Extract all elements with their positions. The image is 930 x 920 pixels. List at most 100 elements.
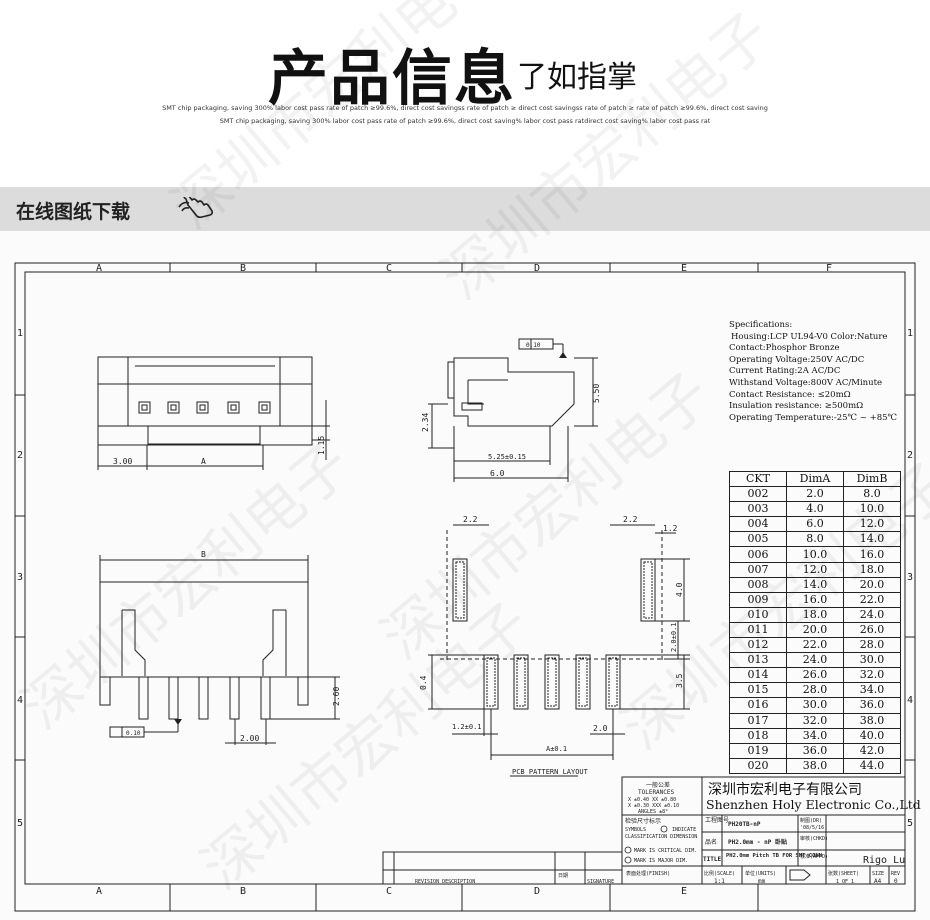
dimb-cell: 24.0 bbox=[843, 606, 901, 623]
tb-unit-value: mm bbox=[758, 878, 766, 885]
dima-cell: 34.0 bbox=[786, 727, 844, 744]
page-subtitle: 了如指掌 bbox=[517, 60, 637, 95]
dim-5-50: 5.50 bbox=[592, 384, 601, 403]
ckt-cell: 002 bbox=[729, 486, 787, 503]
spec-withstand: Withstand Voltage:800V AC/Minute bbox=[729, 377, 883, 388]
tb-symbols: SYMBOLS bbox=[625, 827, 646, 833]
tb-date-label: 日期 bbox=[558, 873, 568, 879]
dimb-cell: 40.0 bbox=[843, 727, 901, 744]
tb-tolerance-title: 一般公差 bbox=[646, 781, 670, 789]
zone-col-d-bottom: D bbox=[534, 886, 540, 897]
tb-name-label: 品名 bbox=[705, 838, 717, 846]
specifications: Specifications: Housing:LCP UL94-V0 Colo… bbox=[729, 320, 897, 424]
ckt-cell: 003 bbox=[729, 501, 787, 518]
dima-cell: 12.0 bbox=[786, 561, 844, 578]
tb-indicate: INDICATE bbox=[672, 827, 696, 833]
dim-6-0: 6.0 bbox=[490, 469, 505, 478]
dima-cell: 32.0 bbox=[786, 712, 844, 729]
zone-col-c-bottom: C bbox=[386, 886, 392, 897]
dimb-cell: 16.0 bbox=[843, 546, 901, 563]
download-bar[interactable]: 在线图纸下载 bbox=[0, 187, 930, 231]
ckt-cell: 012 bbox=[729, 637, 787, 654]
company-name-cn: 深圳市宏利电子有限公司 bbox=[708, 782, 862, 798]
dima-cell: 10.0 bbox=[786, 546, 844, 563]
ckt-cell: 018 bbox=[729, 727, 787, 744]
zone-row-4-right: 4 bbox=[907, 695, 913, 706]
zone-col-d: D bbox=[534, 263, 540, 274]
spec-contact: Contact:Phosphor Bronze bbox=[729, 343, 840, 354]
zone-col-b: B bbox=[240, 263, 246, 274]
dim-b: B bbox=[201, 550, 206, 559]
dim-a-tol: A±0.1 bbox=[546, 745, 567, 753]
header-tagline-1: SMT chip packaging, saving 300% labor co… bbox=[162, 104, 768, 112]
dimb-cell: 12.0 bbox=[843, 516, 901, 533]
tb-sheet-label: 张数(SHEET) bbox=[828, 870, 859, 877]
ckt-cell: 010 bbox=[729, 606, 787, 623]
zone-row-5-right: 5 bbox=[907, 818, 913, 829]
tb-finish-label: 表面处理(FINISH) bbox=[626, 870, 670, 877]
dim-3-5: 3.5 bbox=[675, 673, 684, 688]
ckt-cell: 020 bbox=[729, 757, 787, 774]
ckt-cell: 006 bbox=[729, 546, 787, 563]
hand-pointer-icon[interactable] bbox=[176, 197, 216, 225]
zone-row-4: 4 bbox=[17, 695, 23, 706]
tb-unit-label: 单位(UNITS) bbox=[745, 870, 776, 877]
dima-cell: 4.0 bbox=[786, 501, 844, 518]
tb-signature-label: SIGNATURE bbox=[587, 879, 614, 885]
dimb-cell: 18.0 bbox=[843, 561, 901, 578]
dima-cell: 36.0 bbox=[786, 742, 844, 759]
dimb-cell: 20.0 bbox=[843, 576, 901, 593]
dima-header: DimA bbox=[786, 470, 844, 488]
dimb-header: DimB bbox=[843, 470, 901, 488]
tb-classification: CLASSIFICATION DIMENSION bbox=[625, 834, 697, 840]
zone-col-e: E bbox=[681, 263, 687, 274]
download-label[interactable]: 在线图纸下载 bbox=[16, 201, 131, 223]
company-name-en: Shenzhen Holy Electronic Co.,Ltd bbox=[706, 797, 921, 812]
dima-cell: 16.0 bbox=[786, 591, 844, 608]
tb-size-value: A4 bbox=[874, 878, 882, 885]
tb-drawn-label: 制图(DR) bbox=[800, 817, 822, 824]
dim-2-34: 2.34 bbox=[421, 413, 430, 432]
spec-title: Specifications: bbox=[729, 320, 793, 330]
zone-col-e-bottom: E bbox=[681, 886, 687, 897]
zone-row-1: 1 bbox=[17, 328, 23, 339]
dima-cell: 22.0 bbox=[786, 637, 844, 654]
ckt-cell: 013 bbox=[729, 652, 787, 669]
spec-insulation: Insulation resistance: ≥500mΩ bbox=[729, 401, 864, 412]
ckt-cell: 019 bbox=[729, 742, 787, 759]
dim-4-0: 4.0 bbox=[675, 582, 684, 597]
tb-sheet-value: 1 OF 1 bbox=[836, 879, 854, 885]
dim-2-0: 2.0 bbox=[593, 724, 608, 733]
header-banner: 产品信息 了如指掌 SMT chip packaging, saving 300… bbox=[0, 0, 930, 187]
tb-proj-label: 工程图号 bbox=[705, 816, 729, 824]
ckt-cell: 016 bbox=[729, 697, 787, 714]
ckt-cell: 008 bbox=[729, 576, 787, 593]
zone-row-5: 5 bbox=[17, 818, 23, 829]
ckt-cell: 015 bbox=[729, 682, 787, 699]
tb-rev-label: REV bbox=[891, 871, 900, 877]
dimb-cell: 30.0 bbox=[843, 652, 901, 669]
major-mark-icon bbox=[624, 856, 632, 864]
dim-1-2: 1.2 bbox=[663, 524, 678, 533]
dimb-cell: 36.0 bbox=[843, 697, 901, 714]
tb-approve-value: Rigo Lu bbox=[863, 855, 905, 866]
tb-scale-value: 1:1 bbox=[714, 878, 725, 885]
dima-cell: 14.0 bbox=[786, 576, 844, 593]
dimb-cell: 14.0 bbox=[843, 531, 901, 548]
zone-col-a-bottom: A bbox=[96, 886, 102, 897]
zone-col-a: A bbox=[96, 263, 102, 274]
dima-cell: 30.0 bbox=[786, 697, 844, 714]
dimb-cell: 26.0 bbox=[843, 621, 901, 639]
page-title: 产品信息 bbox=[268, 44, 516, 114]
zone-col-b-bottom: B bbox=[240, 886, 246, 897]
tb-scale-label: 比例(SCALE) bbox=[704, 870, 735, 877]
ckt-cell: 005 bbox=[729, 531, 787, 548]
